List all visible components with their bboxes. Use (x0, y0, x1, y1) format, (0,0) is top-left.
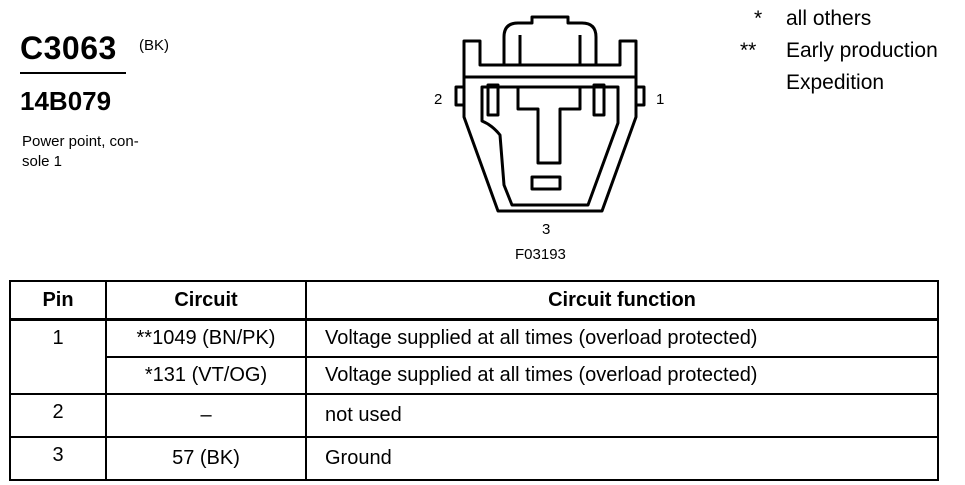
function-cell: Ground (305, 436, 939, 481)
connector-diagram: 2 1 3 F03193 (434, 15, 664, 263)
circuit-cell: *131 (VT/OG) (105, 356, 307, 395)
footnotes: * all others ** Early production Expedit… (740, 3, 938, 99)
pin-label-1: 1 (656, 91, 664, 108)
connector-latch (502, 15, 598, 65)
pin-cell: 3 (9, 436, 107, 481)
connector-description: Power point, con- sole 1 (22, 132, 172, 172)
table-header-row: Pin Circuit Circuit function (9, 280, 939, 321)
note-symbol: * (754, 7, 763, 30)
header-circuit-function: Circuit function (305, 280, 939, 321)
table-row: 1 **1049 (BN/PK) Voltage supplied at all… (9, 318, 939, 395)
note-row: ** Early production (740, 35, 938, 67)
description-line-1: Power point, con- (22, 133, 139, 150)
note-symbol (740, 67, 786, 99)
title-underline (20, 72, 126, 74)
note-symbol: ** (740, 39, 757, 62)
table-row: 3 57 (BK) Ground (9, 436, 939, 481)
note-text: all others (786, 7, 872, 30)
header-circuit: Circuit (105, 280, 307, 321)
circuit-cell: **1049 (BN/PK) (105, 318, 307, 358)
pin-cell: 2 (9, 393, 107, 438)
connector-color: (BK) (139, 37, 169, 54)
circuit-cell: – (105, 393, 307, 438)
pin-slot-3 (530, 175, 562, 191)
connector-body (462, 75, 638, 213)
pin-slot-1 (592, 83, 606, 117)
side-tab-left (454, 85, 466, 107)
side-tab-right (634, 85, 646, 107)
note-row: Expedition (740, 67, 938, 99)
table-row: 2 – not used (9, 393, 939, 438)
function-cell: Voltage supplied at all times (overload … (305, 356, 939, 395)
pin-label-3: 3 (542, 221, 550, 238)
pin-cell: 1 (9, 318, 107, 395)
function-cell: Voltage supplied at all times (overload … (305, 318, 939, 358)
figure-code: F03193 (515, 246, 566, 263)
pin-slot-2 (486, 83, 500, 117)
note-row: * all others (740, 3, 938, 35)
connector-frame (462, 39, 638, 93)
connector-id: C3063 (20, 30, 117, 66)
table-row: *131 (VT/OG) Voltage supplied at all tim… (10, 356, 939, 395)
pin-terminal-3 (516, 85, 582, 165)
note-text: Expedition (786, 71, 885, 94)
header-pin: Pin (9, 280, 107, 321)
pin-label-2: 2 (434, 91, 442, 108)
note-text: Early production (786, 39, 938, 62)
part-number: 14B079 (20, 86, 112, 116)
circuit-cell: 57 (BK) (105, 436, 307, 481)
description-line-2: sole 1 (22, 153, 63, 170)
connector-cavity (480, 85, 620, 207)
function-cell: not used (305, 393, 939, 438)
pin-table: Pin Circuit Circuit function 1 **1049 (B… (9, 280, 939, 481)
